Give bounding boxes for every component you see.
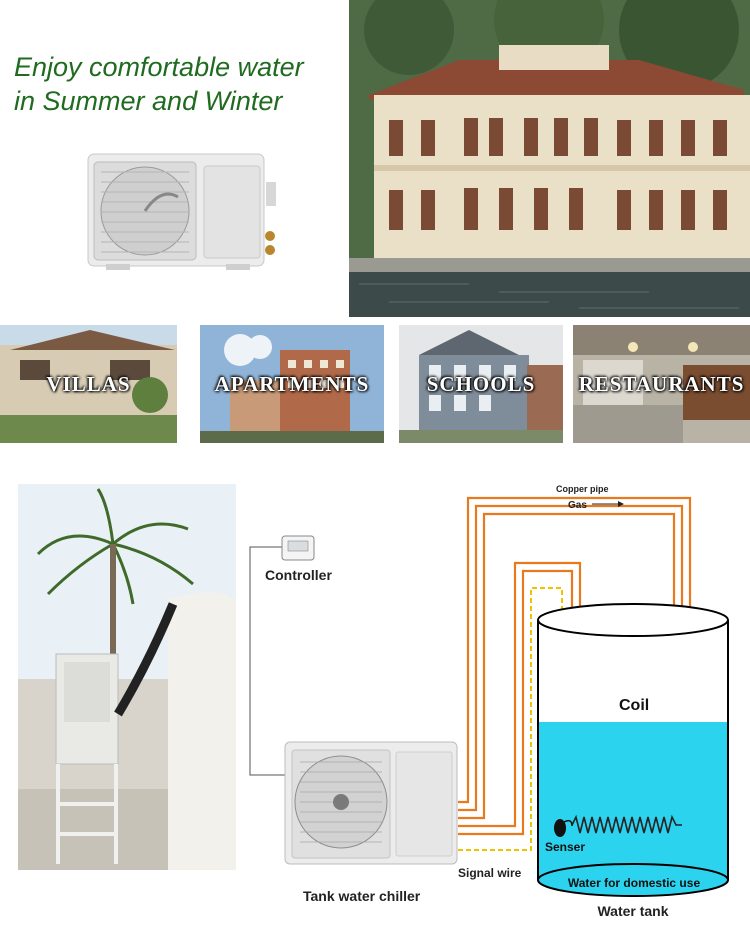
controller-wire [249, 546, 290, 776]
water-tank [537, 603, 729, 897]
application-villas: VILLAS [0, 325, 177, 443]
water-tank-label: Water tank [597, 903, 668, 919]
gas-arrow-icon [592, 501, 624, 507]
schools-photo [399, 325, 563, 443]
apartments-photo [200, 325, 384, 443]
installation-photo [18, 484, 236, 870]
signal-wire-label: Signal wire [458, 866, 522, 880]
application-restaurants: RESTAURANTS [573, 325, 750, 443]
villas-photo [0, 325, 177, 443]
controller-label: Controller [265, 567, 332, 583]
headline-line-1: Enjoy comfortable water [14, 52, 304, 82]
application-schools: SCHOOLS [399, 325, 563, 443]
villas-label: VILLAS [46, 372, 131, 396]
gas-label: Gas [568, 500, 587, 511]
senser-icon [554, 819, 573, 837]
application-apartments: APARTMENTS [200, 325, 384, 443]
apartments-label: APARTMENTS [214, 372, 370, 396]
system-diagram: Controller Copper pipe Gas Coil Senser W… [249, 484, 729, 919]
coil-label: Coil [619, 697, 649, 714]
headline-line-2: in Summer and Winter [14, 86, 283, 116]
senser-label: Senser [545, 840, 585, 854]
restaurants-photo [573, 325, 750, 443]
restaurants-label: RESTAURANTS [578, 372, 745, 396]
outdoor-unit-image [87, 153, 276, 270]
copper-pipe-label: Copper pipe [556, 484, 609, 494]
coil-shape [571, 814, 682, 834]
schools-label: SCHOOLS [426, 372, 536, 396]
villa-photo [349, 0, 750, 317]
domestic-use-label: Water for domestic use [568, 876, 701, 890]
chiller-label: Tank water chiller [303, 888, 421, 904]
tank-water-chiller [284, 741, 458, 865]
headline: Enjoy comfortable water in Summer and Wi… [14, 50, 344, 118]
controller-icon [281, 535, 315, 561]
